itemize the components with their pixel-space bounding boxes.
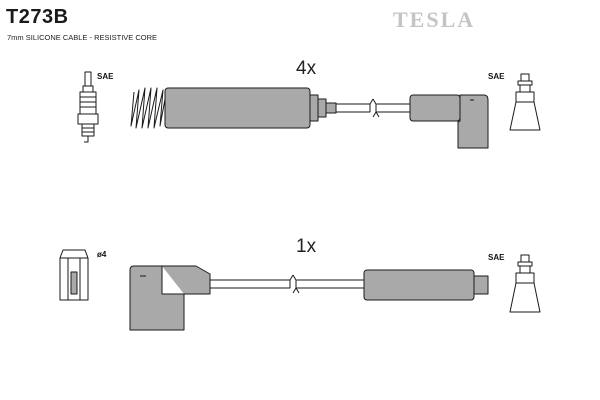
spark-plug-label: SAE [97,72,114,81]
quantity-label-bottom: 1x [296,236,317,257]
sae-terminal-icon [509,73,541,131]
product-subtitle: 7mm SILICONE CABLE - RESISTIVE CORE [7,33,158,42]
straight-coil-boot [363,269,489,301]
brand-logo: TESLA [393,7,476,32]
ignition-wire [335,98,411,118]
terminal-label-bottom: SAE [488,253,505,262]
spring-coil-icon [130,87,167,129]
quantity-label-top: 4x [296,58,317,79]
diameter-label: ø4 [97,250,107,259]
spark-plug-icon [77,71,99,143]
cylindrical-connector-icon [59,249,89,301]
terminal-label-top: SAE [488,72,505,81]
product-code: T273B [6,6,69,28]
straight-plug-boot [164,87,337,129]
ignition-wire-2 [209,274,365,294]
sae-terminal-icon-2 [509,254,541,313]
angled-coil-boot [409,94,489,149]
angled-plug-boot [129,265,211,331]
